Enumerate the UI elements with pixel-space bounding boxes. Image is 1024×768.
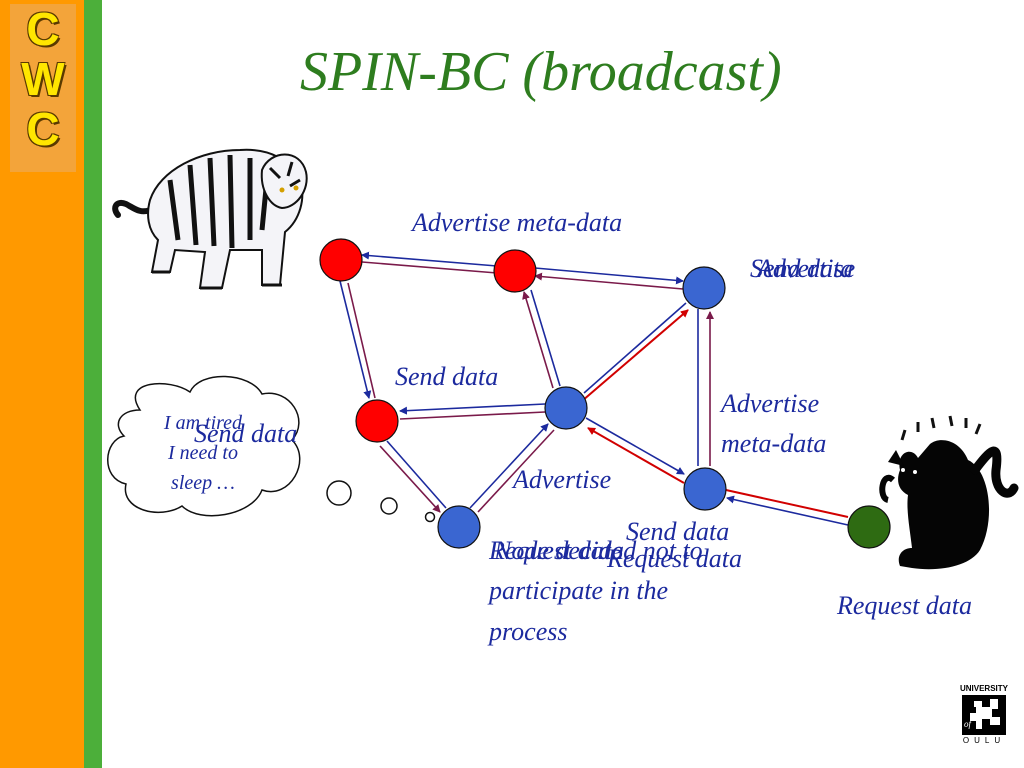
thought-line-1: I am tired — [163, 412, 243, 434]
label-send-data-overlap: Send data — [750, 254, 854, 283]
node-blue-bottom-left — [437, 505, 481, 549]
logo-letter-c1: C — [26, 3, 60, 55]
link-n0-n3-b — [347, 282, 376, 399]
link-n1-n0-a — [361, 251, 498, 267]
node-green-sink — [847, 505, 891, 549]
label-send-data-center: Send data — [395, 362, 499, 391]
link-n4-n1-a — [522, 291, 554, 389]
link-n4-n3-b — [399, 411, 546, 420]
page-title: SPIN-BC (broadcast) — [300, 41, 782, 103]
university-logo-top: UNIVERSITY — [959, 684, 1008, 693]
label-participate-line-2: process — [489, 617, 568, 646]
link-n1-n2-a — [534, 267, 684, 285]
label-request-data-bottom: Request data — [489, 536, 625, 565]
cat-icon — [879, 415, 1019, 570]
link-n1-n2-b — [534, 272, 684, 290]
node-red-left — [355, 399, 399, 443]
link-n6-n7-b — [726, 495, 849, 526]
label-send-data-lower: Send data — [626, 517, 730, 546]
node-blue-center — [544, 386, 588, 430]
node-blue-bottom-right — [683, 467, 727, 511]
link-n4-n6-b — [587, 427, 685, 484]
label-advertise-right-1: Advertise — [721, 389, 820, 418]
node-red-top-left — [319, 238, 363, 282]
link-n6-n7-a — [725, 489, 849, 518]
label-request-data-lower: Request data — [607, 544, 743, 573]
link-n4-n2-b — [581, 309, 689, 402]
node-red-top-center — [493, 249, 537, 293]
link-n5-n4-a — [469, 423, 549, 509]
label-node-decided: Node decided not to — [494, 536, 703, 565]
cwc-logo: C W C — [10, 4, 76, 172]
thought-line-3: sleep … — [171, 472, 235, 494]
label-send-data-left: Send data — [194, 419, 298, 448]
sidebar-green-stripe — [84, 0, 102, 768]
label-advertise-overlap: Advertise — [757, 254, 856, 283]
university-logo-bottom: OULU — [962, 736, 1006, 745]
university-logo-icon: UNIVERSITY of OULU — [958, 684, 1010, 754]
link-n3-n5-b — [379, 445, 441, 513]
university-emblem-icon — [970, 699, 1000, 729]
thought-bubble-icon — [107, 375, 436, 523]
label-advertise-center: Advertise — [513, 465, 612, 494]
label-advertise-right-2: meta-data — [721, 429, 827, 458]
link-n4-n6-a — [585, 417, 685, 475]
link-n0-n3-a — [339, 280, 372, 399]
network-nodes — [319, 238, 891, 549]
link-n4-n3-a — [399, 403, 546, 415]
link-n3-n5-a — [386, 440, 447, 509]
label-advertise-meta-top: Advertise meta-data — [412, 208, 623, 237]
node-blue-top-right — [682, 266, 726, 310]
link-n1-n0-b — [361, 261, 498, 274]
logo-letter-c2: C — [26, 103, 60, 155]
network-links — [339, 251, 849, 526]
label-request-data-right: Request data — [837, 591, 973, 620]
label-participate-line-1: participate in the — [489, 576, 669, 605]
university-logo-of: of — [964, 719, 972, 729]
logo-letter-w: W — [21, 53, 65, 105]
university-logo-emblem: of — [962, 695, 1006, 735]
tiger-icon — [112, 148, 308, 290]
link-n4-n2-a — [583, 302, 687, 394]
thought-line-2: I need to — [168, 442, 238, 464]
link-n4-n1-b — [530, 289, 561, 387]
link-n5-n4-b — [477, 429, 555, 513]
